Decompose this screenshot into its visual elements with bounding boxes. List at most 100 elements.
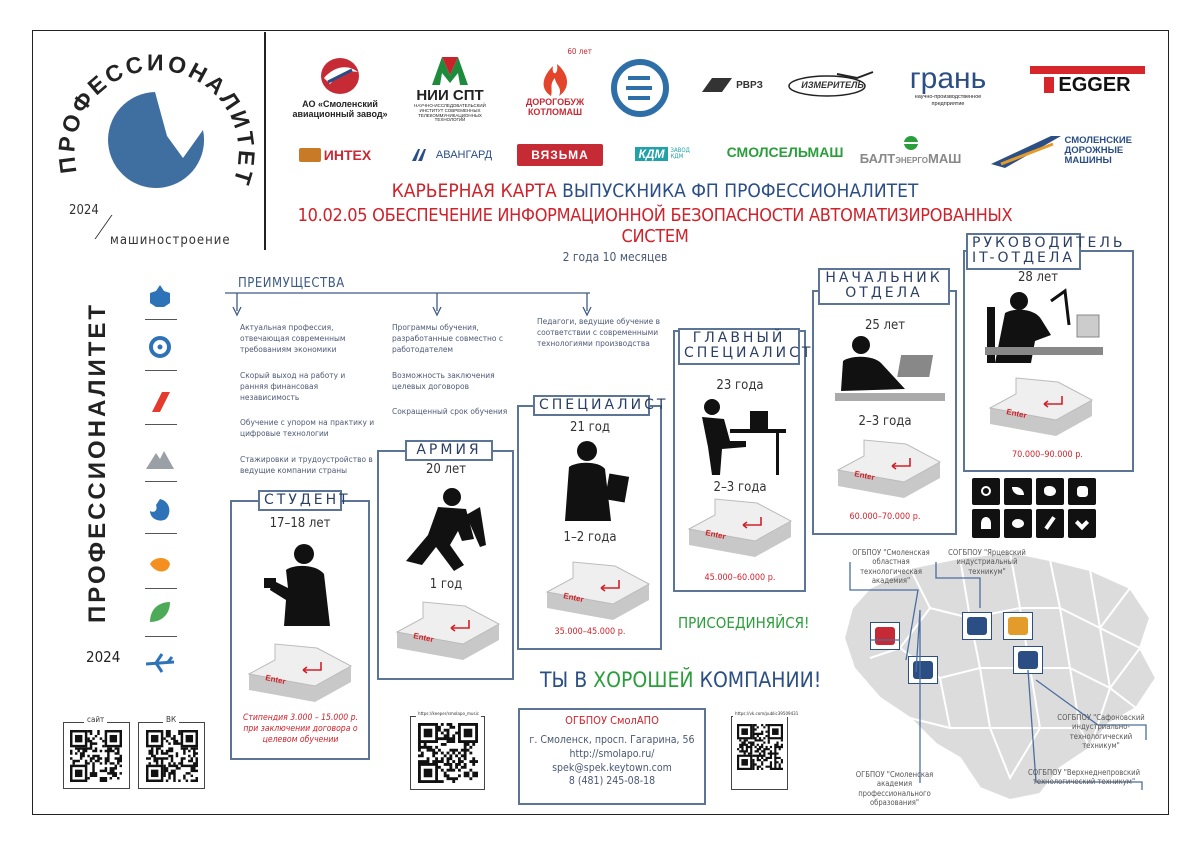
qr-vk-label: ВК [163, 715, 180, 724]
flame-icon [543, 63, 568, 96]
egger-mark [1044, 77, 1055, 93]
partner-logo-rvrz: РВРЗ [690, 70, 775, 100]
college-logo-badge [962, 612, 992, 640]
stage-salary-head-of-department: 60.000–70.000 р. [849, 512, 921, 522]
qr-code-image[interactable] [70, 730, 122, 782]
qr-code-image[interactable] [418, 723, 478, 783]
advantages-column-1: Актуальная профессия, отвечающая совреме… [240, 322, 375, 490]
contact-phone: 8 (481) 245-08-18 [568, 775, 656, 788]
partner-logo-intech: ИНТЕХ [285, 140, 385, 170]
partner-logo-izmeritel: ИЗМЕРИТЕЛЬ [785, 65, 880, 105]
contact-org: ОГБПОУ СмолАПО [565, 714, 659, 727]
qr-4-caption: https://vk.com/public39509431 [733, 712, 801, 717]
advantage-item: Обучение с упором на практику и цифровые… [240, 417, 375, 439]
cog-icon [1068, 478, 1096, 505]
stage-label-army: АРМИЯ [405, 440, 493, 462]
sidebar-separator [145, 636, 177, 637]
stage-age-chief-specialist: 23 года [716, 378, 764, 393]
avangard-icon [411, 149, 426, 161]
enter-key-label: Enter [854, 469, 876, 482]
it-director-silhouette [985, 288, 1103, 363]
header-divider [264, 32, 266, 250]
join-slogan: ПРИСОЕДИНЯЙСЯ! [678, 614, 810, 632]
enter-key-label: Enter [705, 528, 727, 541]
soldier-silhouette [406, 488, 486, 571]
izmeritel-icon [787, 71, 873, 97]
stage-age-army: 20 лет [425, 462, 467, 477]
stage-label-it-director: РУКОВОДИТЕЛЬ IT-ОТДЕЛА [966, 233, 1123, 270]
intech-icon [298, 148, 321, 162]
qr-3-caption: https://keeper/smolapo_music [416, 712, 481, 717]
partner-logo-avangard: АВАНГАРД [402, 143, 502, 167]
sidebar-separator [145, 481, 177, 482]
sidebar-separator [145, 319, 177, 320]
advantage-item: Возможность заключения целевых договоров [392, 369, 495, 391]
enter-key-icon: Enter [687, 498, 793, 557]
map-label-verkhnedneprovsky: СОГБПОУ "Верхнеднепровский технологическ… [1027, 768, 1141, 787]
slash-icon [1036, 508, 1064, 538]
stage-age-head-of-department: 25 лет [864, 318, 906, 333]
sidebar-mountain-icon [146, 451, 174, 469]
partner-logo-saz: АО «Смоленский авиационный завод» [285, 48, 395, 128]
icon-grid [972, 478, 1098, 538]
stage-salary-chief-specialist: 45.000–60.000 р. [704, 573, 776, 583]
student-silhouette [264, 544, 330, 626]
stage-duration-specialist: 1–2 года [563, 530, 617, 545]
enter-key-label: Enter [413, 631, 435, 644]
advantage-item: Сокращенный срок обучения [392, 405, 508, 416]
advantage-item: Стажировки и трудоустройство в ведущие к… [240, 453, 373, 475]
enter-key-icon: Enter [836, 439, 942, 498]
college-logo-badge [908, 656, 938, 684]
advantages-column-2: Программы обучения, разработанные совмес… [392, 322, 517, 431]
map-label-yartsevo: СОГБПОУ "Ярцевский индустриальный техник… [948, 548, 1026, 576]
stage-salary-specialist: 35.000–45.000 р. [554, 627, 626, 637]
sidebar-leaf-icon [150, 602, 170, 622]
qr-code-image[interactable] [146, 730, 198, 782]
brand-emblem: ПРОФЕССИОНАЛИТЕТ [53, 49, 257, 190]
map-connectors [849, 562, 1147, 790]
partner-logo-niispt: НИИ СПТ НАУЧНО-ИССЛЕДОВАТЕЛЬСКИЙ ИНСТИТУ… [400, 48, 500, 128]
partner-logo-egger: EGGER [1030, 60, 1145, 102]
niispt-icon [432, 56, 468, 85]
specialist-silhouette [565, 441, 630, 521]
contact-email-link[interactable]: spek@spek.keytown.com [552, 761, 672, 774]
sidebar-separator [145, 370, 177, 371]
stage-age-specialist: 21 год [570, 420, 610, 435]
stage-salary-it-director: 70.000–90.000 р. [1012, 450, 1083, 460]
partner-logo-vyazma: ВЯЗЬМА [517, 144, 603, 166]
qr-site-label: сайт [84, 715, 108, 724]
leaf-icon [1004, 478, 1032, 505]
stage-box-student [230, 500, 370, 760]
contact-site-link[interactable]: http://smolapo.ru/ [569, 747, 655, 760]
hill-icon [972, 508, 1000, 538]
brand-year: 2024 [69, 203, 99, 218]
stage-label-head-of-department: НАЧАЛЬНИК ОТДЕЛА [818, 268, 950, 305]
advantages-heading: ПРЕИМУЩЕСТВА [238, 276, 345, 291]
study-duration: 2 года 10 месяцев [562, 250, 668, 264]
sidebar-blob-icon [150, 285, 170, 307]
sidebar-slash-icon [152, 392, 170, 412]
enter-key-label: Enter [265, 673, 287, 686]
target-icon [972, 478, 1000, 505]
sidebar-swirl-icon [150, 499, 170, 521]
sidebar-separator [145, 424, 177, 425]
contact-address: г. Смоленск, просп. Гагарина, 56 [529, 734, 695, 747]
blob-icon [1036, 478, 1064, 505]
partner-logo-kotlomash: 60 лет ДОРОГОБУЖ КОТЛОМАШ [525, 47, 592, 117]
sidebar-year: 2024 [86, 648, 121, 666]
advantages-bracket [225, 292, 592, 317]
contact-box: ОГБПОУ СмолАПО г. Смоленск, просп. Гагар… [518, 708, 706, 805]
advantage-item: Педагоги, ведущие обучение в соответстви… [537, 316, 661, 349]
saz-icon [321, 58, 359, 95]
sidebar-ring-icon [149, 336, 171, 358]
stage-label-chief-specialist: ГЛАВНЫЙ СПЕЦИАЛИСТ [678, 328, 810, 365]
enter-key-icon: Enter [395, 601, 501, 660]
qr-code-image[interactable] [737, 724, 783, 770]
advantage-item: Программы обучения, разработанные совмес… [392, 322, 503, 355]
baltenergo-icon [903, 135, 918, 150]
partner-logo-kdm: КДМ ЗАВОД КДМ [626, 142, 706, 166]
stage-age-it-director: 28 лет [1017, 270, 1059, 285]
enter-key-icon: Enter [988, 377, 1094, 436]
swirl-icon [1004, 508, 1032, 538]
chief-specialist-silhouette [702, 399, 786, 475]
